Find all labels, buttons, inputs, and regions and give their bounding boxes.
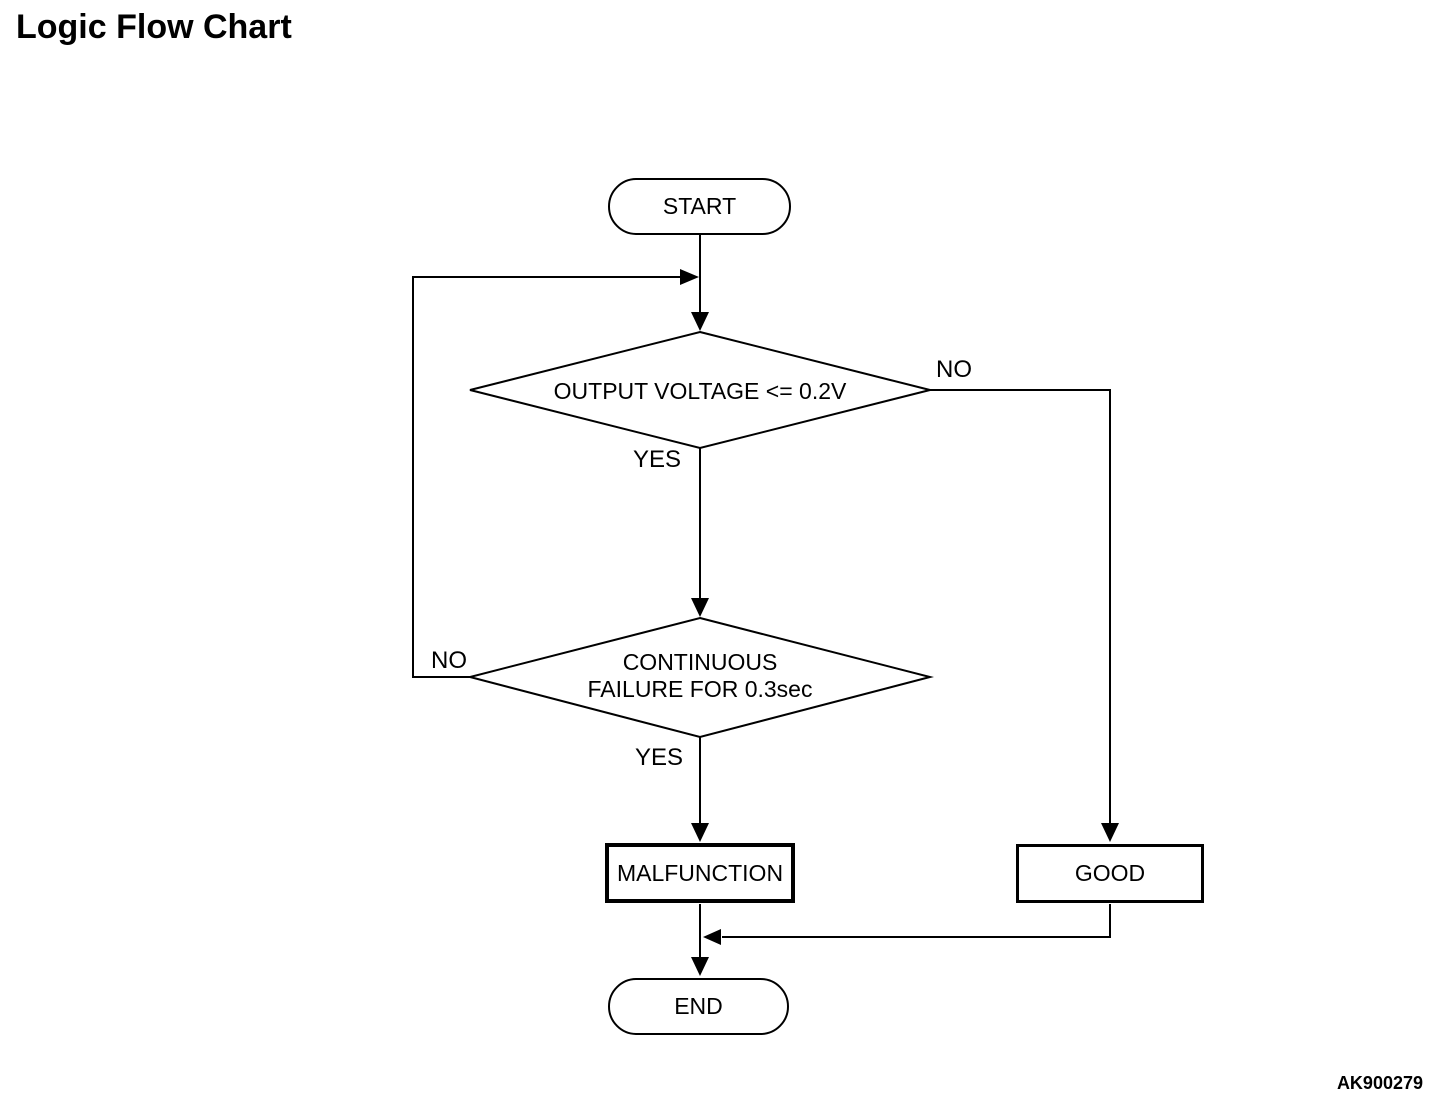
- edge-good-to-merge: [722, 904, 1111, 938]
- decision1-yes-edge-label: YES: [633, 446, 682, 473]
- decision2-no-edge-label: NO: [431, 647, 467, 674]
- decision2-yes-edge-label: YES: [635, 744, 684, 771]
- arrowhead-down-into-good: [1101, 823, 1119, 842]
- arrowhead-down-into-malfunction: [691, 823, 709, 842]
- arrowhead-left-into-merge: [703, 929, 721, 945]
- arrowhead-down-into-end: [691, 957, 709, 976]
- start-node: START: [608, 178, 791, 235]
- decision2-label-line2: FAILURE FOR 0.3sec: [587, 676, 813, 702]
- good-node: GOOD: [1016, 844, 1204, 903]
- arrowhead-down-into-decision1: [691, 312, 709, 331]
- end-label: END: [674, 993, 723, 1019]
- edge-decision2-no-loopback: [412, 276, 681, 678]
- malfunction-label: MALFUNCTION: [616, 859, 784, 886]
- decision2-label: CONTINUOUS FAILURE FOR 0.3sec: [470, 649, 930, 703]
- edge-decision1-no-to-good: [930, 389, 1111, 825]
- arrowhead-right-loopback-junction: [680, 269, 699, 285]
- decision1-label: OUTPUT VOLTAGE <= 0.2V: [553, 378, 847, 404]
- start-label: START: [662, 193, 737, 219]
- end-node: END: [608, 978, 789, 1035]
- good-label: GOOD: [1074, 860, 1146, 886]
- arrowhead-down-into-decision2: [691, 598, 709, 617]
- figure-code: AK900279: [1336, 1073, 1423, 1093]
- page-title: Logic Flow Chart: [16, 8, 292, 46]
- decision1-no-edge-label: NO: [936, 356, 972, 383]
- malfunction-node: MALFUNCTION: [605, 843, 795, 903]
- decision2-label-line1: CONTINUOUS: [622, 649, 778, 675]
